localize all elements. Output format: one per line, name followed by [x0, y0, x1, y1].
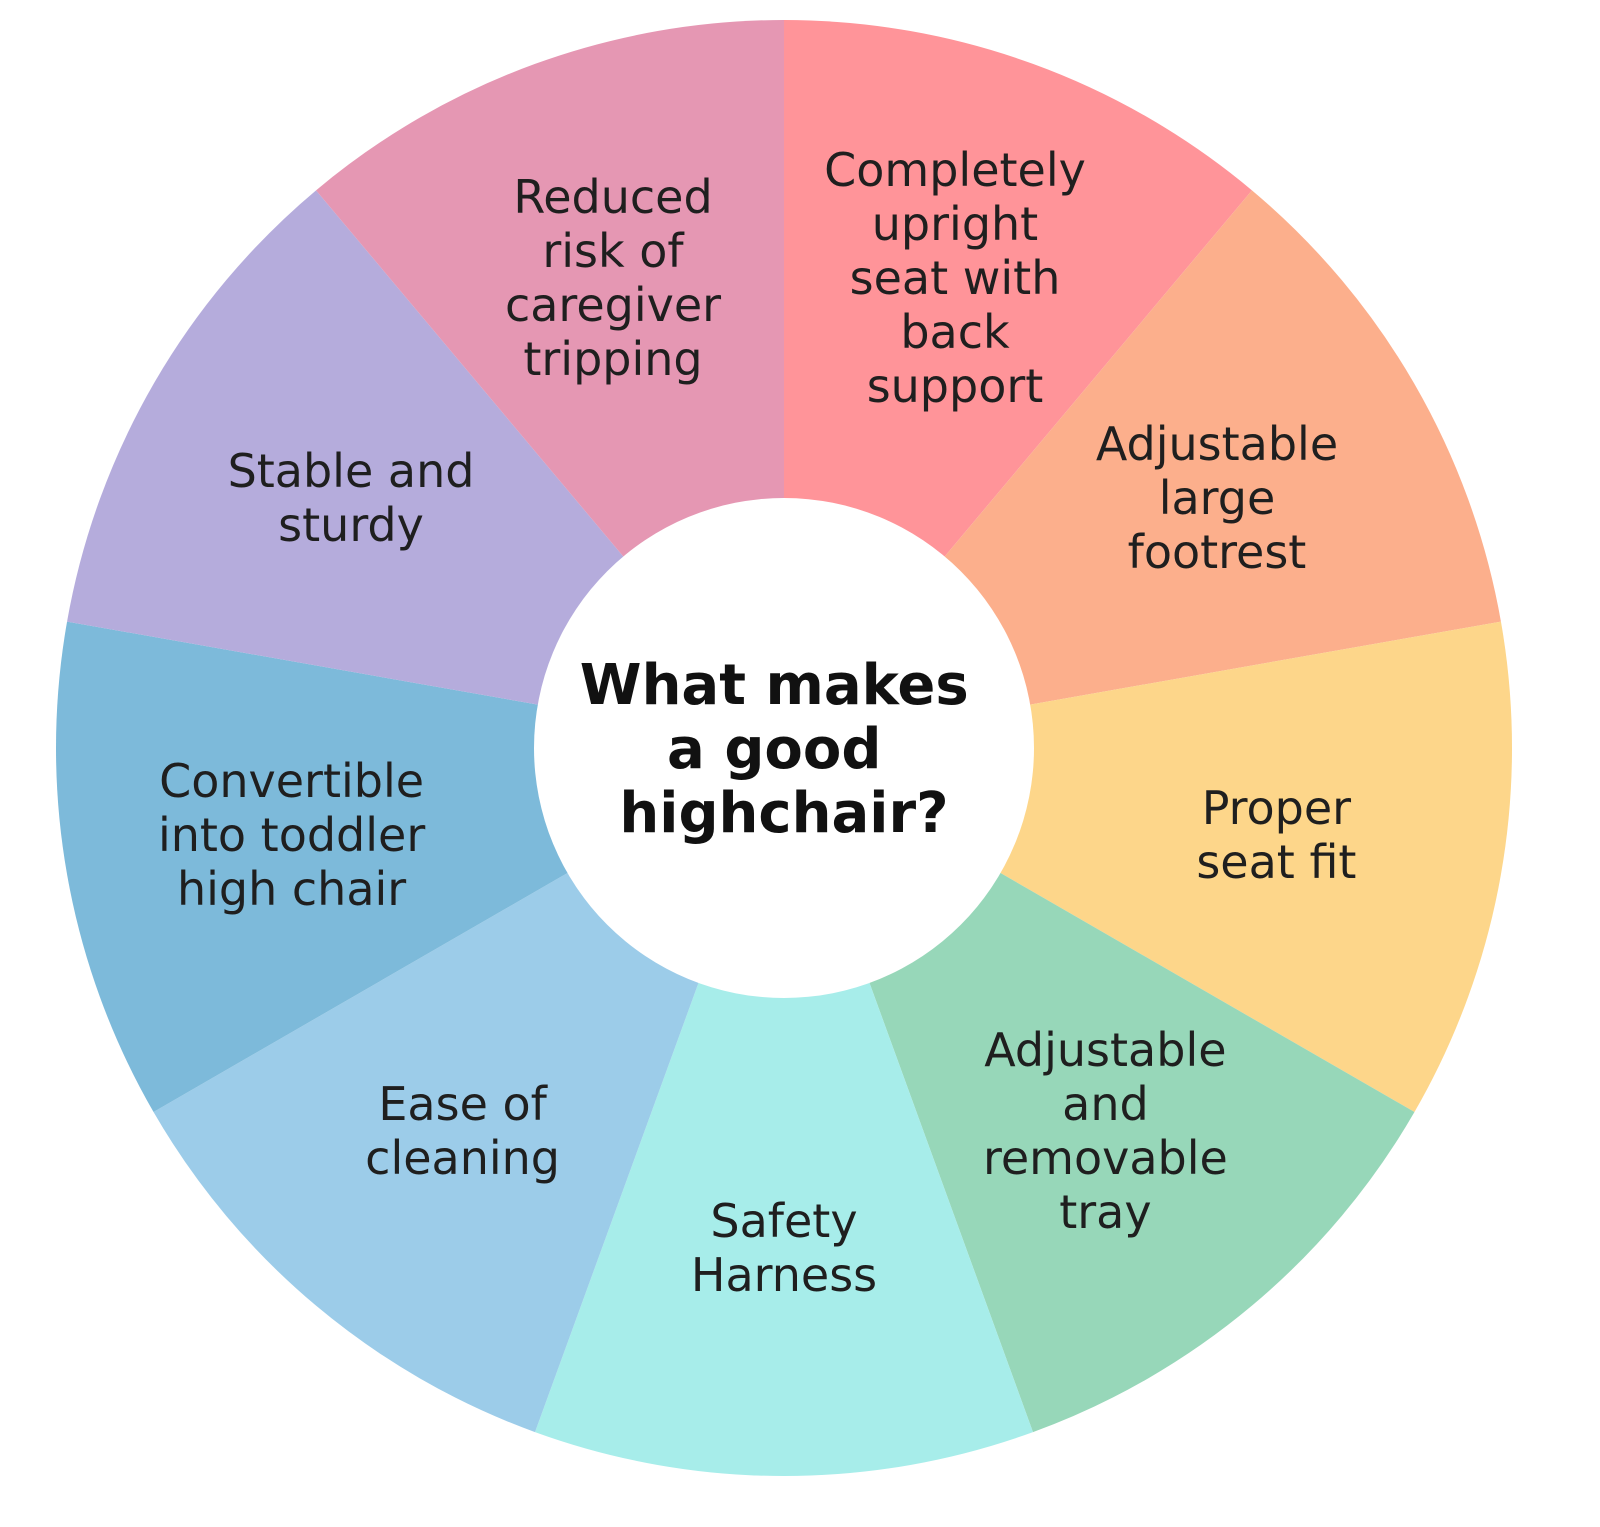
segment-label-line: large	[1159, 471, 1276, 525]
segment-label-line: high chair	[177, 862, 406, 916]
center-title-line: a good	[667, 717, 881, 782]
segment-label-line: Convertible	[159, 754, 424, 808]
segment-label-line: Adjustable	[1096, 417, 1338, 471]
segment-label-line: into toddler	[158, 808, 425, 862]
segment-label-line: sturdy	[278, 498, 424, 552]
segment-label-line: support	[867, 359, 1044, 413]
segment-label-line: upright	[872, 197, 1038, 251]
segment-label-line: tripping	[523, 332, 702, 386]
center-title: What makes a good highchair?	[580, 653, 988, 846]
segment-label-line: caregiver	[505, 278, 721, 332]
segment-safety-harness	[535, 748, 1033, 1477]
segment-label-line: risk of	[542, 224, 685, 278]
segment-label-line: removable	[983, 1131, 1228, 1185]
segment-label-line: Stable and	[228, 444, 475, 498]
segment-label-line: seat with	[850, 251, 1061, 305]
center-title-line: What makes	[580, 653, 969, 718]
segment-label-line: Adjustable	[984, 1023, 1226, 1077]
segment-label-line: Harness	[691, 1248, 877, 1302]
segment-label-line: Safety	[710, 1194, 857, 1248]
segment-label-line: back	[900, 305, 1010, 359]
segment-label-line: Completely	[824, 143, 1086, 197]
segment-label-line: footrest	[1128, 525, 1307, 579]
center-circle	[534, 498, 1034, 998]
segment-label-line: Reduced	[513, 170, 712, 224]
segment-label-line: seat fit	[1196, 835, 1356, 889]
segment-label-line: cleaning	[365, 1131, 560, 1185]
segment-label-line: tray	[1059, 1185, 1151, 1239]
center-title-line: highchair?	[619, 781, 948, 846]
segment-label-line: Proper	[1202, 781, 1351, 835]
segment-label-line: Ease of	[378, 1077, 548, 1131]
segment-label-line: and	[1062, 1077, 1149, 1131]
